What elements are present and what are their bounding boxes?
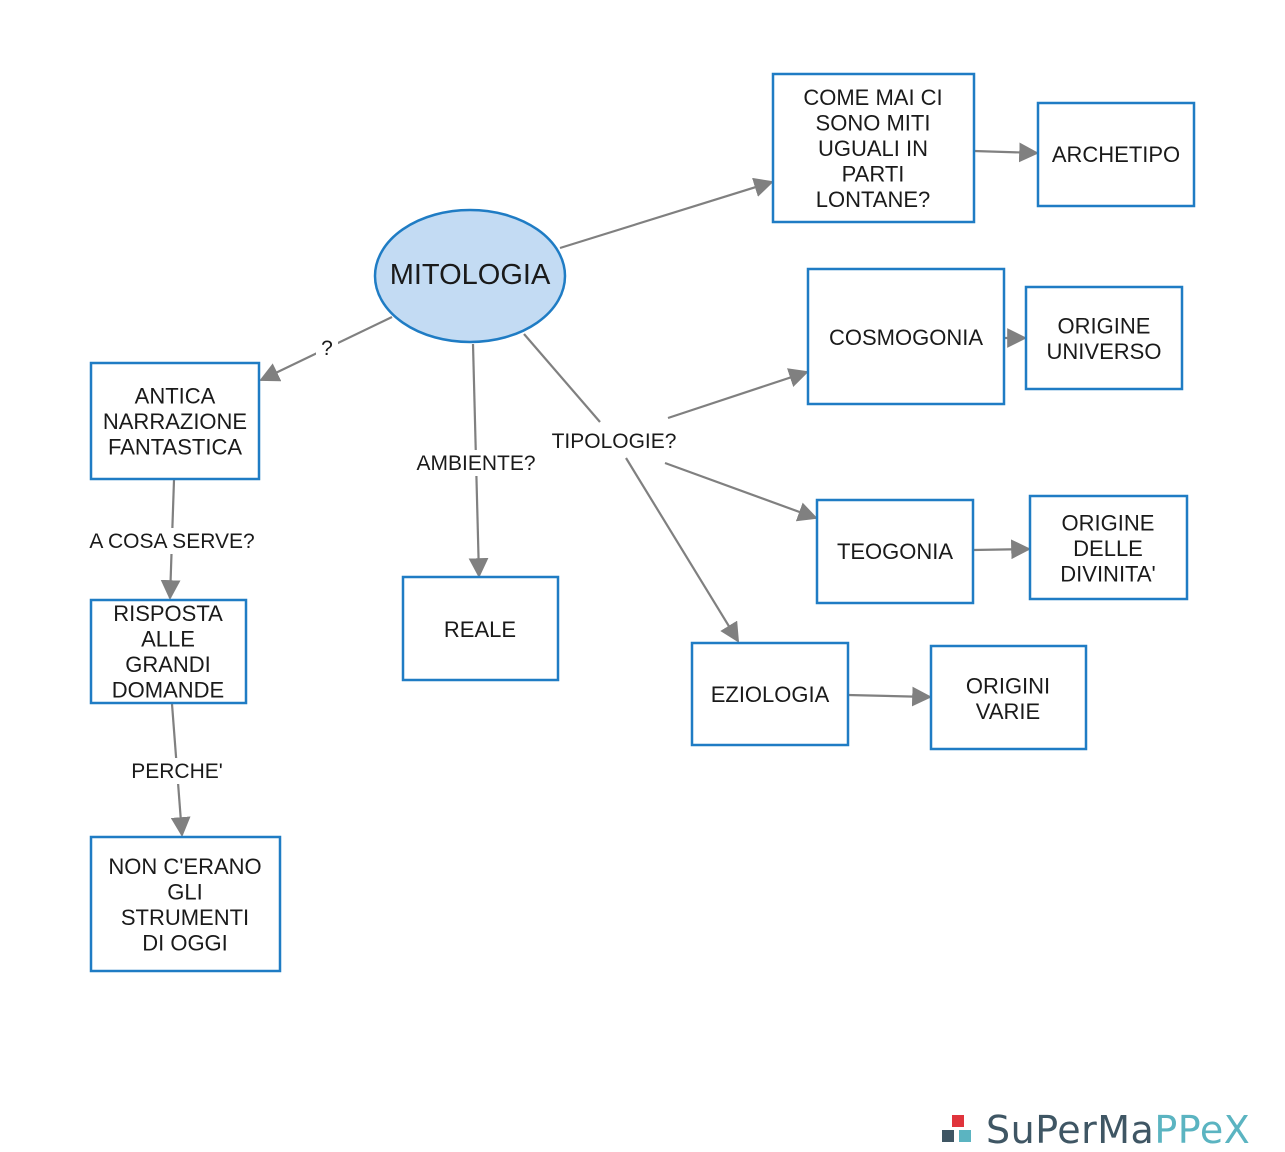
root-node-mitologia: MITOLOGIA (373, 208, 567, 344)
node-label-line: GRANDI (125, 652, 211, 677)
node-label-line: PARTI (842, 162, 905, 187)
node-origine-universo-box (1024, 285, 1184, 391)
node-label-line: RISPOSTA (113, 601, 223, 626)
logo-square-red (952, 1115, 964, 1127)
logo-wordmark-accent: PPeX (1154, 1108, 1251, 1152)
edge-mitologia-tipologie (523, 333, 601, 423)
node-label-line: NARRAZIONE (103, 409, 247, 434)
edge-teogonia-origine-divinita (972, 539, 1031, 560)
node-cosmogonia-label: COSMOGONIA (829, 325, 983, 350)
logo-wordmark-prefix: SuPerMa (986, 1108, 1155, 1152)
node-label-line: DI OGGI (142, 930, 228, 955)
edge-tipologie-cosmogonia (667, 368, 809, 420)
node-label-line: VARIE (976, 699, 1040, 724)
node-label-line: UGUALI IN (818, 136, 928, 161)
node-label-line: ORIGINE (1058, 313, 1151, 338)
node-archetipo-label: ARCHETIPO (1052, 142, 1180, 167)
edge-come-mai-archetipo (973, 142, 1039, 163)
supermappex-logo: SuPerMaPPeX (942, 1108, 1250, 1152)
node-label-line: DIVINITA' (1060, 562, 1155, 587)
node-label-line: LONTANE? (816, 187, 931, 212)
root-label: MITOLOGIA (390, 259, 551, 291)
node-label-line: DOMANDE (112, 677, 224, 702)
node-reale-box (401, 575, 560, 682)
logo-square-teal (959, 1130, 971, 1142)
node-non-cerano-box (89, 835, 282, 973)
node-label-line: SONO MITI (816, 111, 931, 136)
node-origini-varie-box (929, 644, 1088, 751)
node-label-line: TEOGONIA (837, 539, 953, 564)
edge-tipologie-teogonia (664, 461, 818, 522)
edge-label-ambiente: AMBIENTE? (416, 452, 535, 475)
node-label-line: COSMOGONIA (829, 325, 983, 350)
node-label-line: REALE (444, 617, 516, 642)
edge-label-tipologie: TIPOLOGIE? (552, 430, 677, 453)
edge-eziologia-origini-varie (847, 686, 932, 707)
node-label-line: ORIGINE (1062, 511, 1155, 536)
edge-label-perche: PERCHE' (131, 760, 223, 783)
node-label-line: ALLE (141, 626, 195, 651)
logo-square-dark (942, 1130, 954, 1142)
logo-wordmark: SuPerMaPPeX (986, 1108, 1250, 1152)
node-label-line: NON C'ERANO (108, 854, 261, 879)
edge-label-a-cosa-serve-bg (70, 528, 274, 554)
node-label-line: COME MAI CI (803, 85, 942, 110)
node-label-line: DELLE (1073, 536, 1143, 561)
node-eziologia-box (690, 641, 850, 747)
edge-label-question: ? (321, 337, 333, 360)
node-antica-box (89, 361, 261, 481)
node-eziologia-label: EZIOLOGIA (711, 682, 830, 707)
node-label-line: ANTICA (135, 384, 216, 409)
edge-label-a-cosa-serve: A COSA SERVE? (89, 530, 254, 553)
node-label-line: FANTASTICA (108, 435, 242, 460)
edge-label-perche-bg (118, 758, 236, 784)
node-cosmogonia-box (806, 267, 1006, 406)
node-risposta-box (89, 598, 248, 705)
node-origine-divinita-box (1028, 494, 1189, 601)
edge-label-ambiente-bg (404, 450, 550, 476)
supermappex-logo-icon (942, 1113, 976, 1147)
node-label-line: ARCHETIPO (1052, 142, 1180, 167)
node-label-line: GLI (167, 879, 202, 904)
node-archetipo-box (1036, 101, 1196, 208)
node-label-line: UNIVERSO (1047, 339, 1162, 364)
node-label-line: STRUMENTI (121, 905, 249, 930)
root-ellipse (373, 208, 567, 344)
node-reale-label: REALE (444, 617, 516, 642)
edge-tipologie-eziologia (625, 457, 740, 643)
node-label-line: MITOLOGIA (390, 259, 551, 291)
node-come-mai-box (771, 72, 976, 224)
edge-mitologia-come-mai (559, 177, 774, 250)
edge-label-question-bg (316, 336, 338, 360)
node-label-line: ORIGINI (966, 673, 1050, 698)
edge-label-tipologie-bg (538, 428, 690, 454)
node-teogonia-label: TEOGONIA (837, 539, 953, 564)
node-teogonia-box (815, 498, 975, 605)
node-label-line: EZIOLOGIA (711, 682, 830, 707)
